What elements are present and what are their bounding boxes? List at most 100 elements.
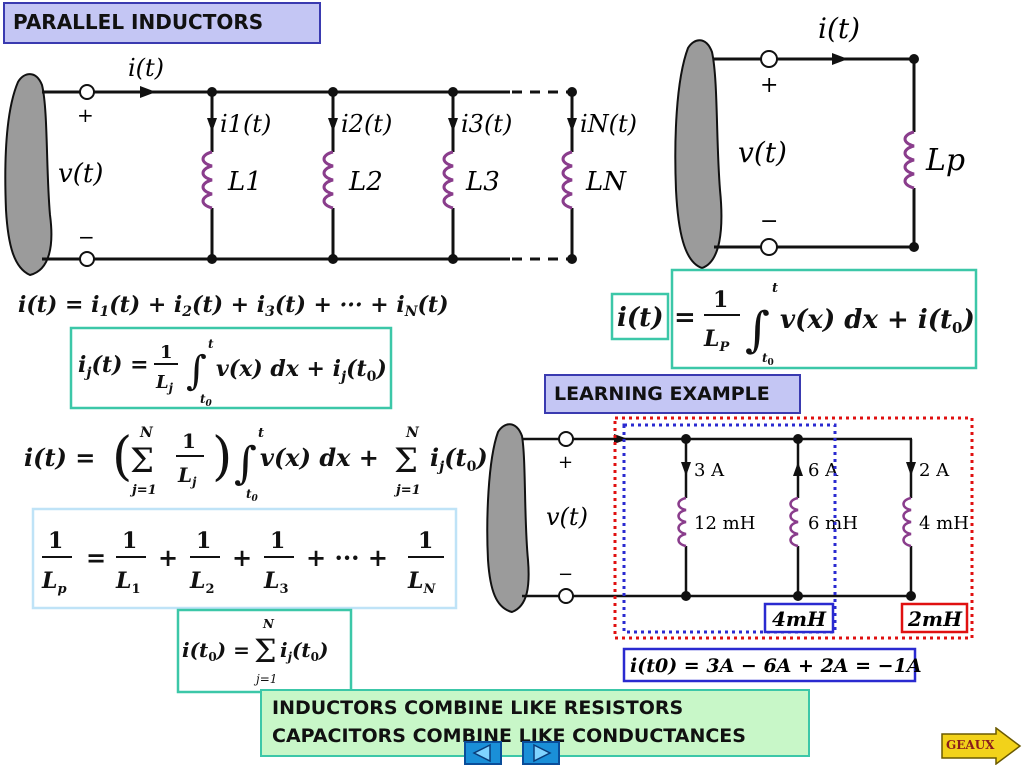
svg-text:v(x) dx + i(t0): v(x) dx + i(t0) xyxy=(780,305,975,337)
svg-text:=: = xyxy=(86,543,106,572)
svg-text:Σ: Σ xyxy=(254,632,277,670)
svg-text:1: 1 xyxy=(48,528,63,554)
svg-text:+: + xyxy=(232,543,252,572)
equation-box-lhs xyxy=(610,292,670,341)
previous-slide-button[interactable] xyxy=(464,741,502,765)
svg-text:1: 1 xyxy=(713,287,728,313)
red-equiv-label: 2mH xyxy=(907,607,963,631)
svg-text:+: + xyxy=(158,543,178,572)
svg-text:t: t xyxy=(258,426,264,441)
branch-current-label: i2(t) xyxy=(341,110,392,138)
minus-sign: − xyxy=(78,225,95,249)
source-symbol xyxy=(4,73,53,277)
arrow-left-icon xyxy=(472,743,491,763)
current-label: i(t) xyxy=(818,12,860,45)
svg-text:Σ: Σ xyxy=(394,441,418,481)
plus-sign: + xyxy=(760,73,778,98)
inductor-label: L3 xyxy=(465,167,500,197)
equation-branch: ij(t) = 1 Lj ∫ t t0 v(x) dx + ij(t0) xyxy=(78,337,387,409)
svg-text:): ) xyxy=(212,427,232,487)
branch-current-label: i1(t) xyxy=(220,110,271,138)
next-slide-button[interactable] xyxy=(522,741,560,765)
current-arrow xyxy=(140,86,156,98)
branch-inductance-label: 12 mH xyxy=(694,513,755,534)
svg-text:L1: L1 xyxy=(115,568,141,597)
branch-current-label: i3(t) xyxy=(461,110,512,138)
svg-text:v(x) dx + ij(t0): v(x) dx + ij(t0) xyxy=(216,356,387,385)
blue-equiv-label: 4mH xyxy=(772,607,827,631)
svg-text:∫: ∫ xyxy=(745,302,770,358)
terminal-top xyxy=(79,84,95,100)
svg-text:∫: ∫ xyxy=(186,348,207,394)
svg-text:L2: L2 xyxy=(189,568,215,597)
svg-text:j=1: j=1 xyxy=(393,483,421,498)
branch-current-label: 2 A xyxy=(919,460,950,481)
svg-text:LP: LP xyxy=(703,326,730,355)
svg-text:N: N xyxy=(139,425,154,441)
branch-n: iN(t) LN xyxy=(561,87,637,264)
inductor-symbol xyxy=(201,150,213,210)
svg-text:i(t) = i1(t) + i2(t) + i3(t) +: i(t) = i1(t) + i2(t) + i3(t) + ··· + iN(… xyxy=(18,292,449,320)
svg-text:t0: t0 xyxy=(762,351,774,368)
source-symbol xyxy=(486,423,530,614)
summary-line-2: CAPACITORS COMBINE LIKE CONDUCTANCES xyxy=(272,725,746,747)
svg-text:1: 1 xyxy=(418,528,433,554)
svg-text:∫: ∫ xyxy=(234,438,257,489)
svg-text:j=1: j=1 xyxy=(129,483,157,498)
voltage-label: v(t) xyxy=(738,136,787,169)
svg-text:t: t xyxy=(208,337,214,351)
svg-text:i(t): i(t) xyxy=(617,303,664,333)
svg-text:i(t0) =: i(t0) = xyxy=(182,638,250,664)
learning-example-label: LEARNING EXAMPLE xyxy=(544,374,801,414)
blue-equiv-box xyxy=(763,602,835,634)
equation-box-branch xyxy=(69,326,393,410)
inductor-symbol xyxy=(902,496,912,548)
red-equiv-box xyxy=(900,602,969,634)
geaux-label: GEAUX xyxy=(946,738,995,752)
branch-inductance-label: 4 mH xyxy=(919,513,969,534)
svg-text:1: 1 xyxy=(270,528,285,554)
branch-current-label: iN(t) xyxy=(580,110,637,138)
equation-box-equivalent xyxy=(31,507,458,610)
branch-current-label: 3 A xyxy=(694,460,725,481)
inductor-symbol xyxy=(789,496,799,548)
arrow-right-icon xyxy=(533,743,552,763)
svg-text:Σ: Σ xyxy=(130,441,154,481)
series-group-box-blue xyxy=(622,423,837,634)
svg-text:ij(t) =: ij(t) = xyxy=(78,352,149,381)
inductor-label: L2 xyxy=(348,167,383,197)
series-group-box-red xyxy=(613,416,974,640)
geaux-arrow-icon xyxy=(941,727,1022,765)
svg-text:i(t) =: i(t) = xyxy=(24,443,95,472)
inductor-symbol xyxy=(442,150,454,210)
svg-text:LN: LN xyxy=(407,568,436,597)
svg-text:t0: t0 xyxy=(200,392,213,409)
geaux-button[interactable]: GEAUX xyxy=(940,727,1024,765)
svg-text:t0: t0 xyxy=(246,487,259,504)
minus-sign: − xyxy=(760,209,778,234)
branch-inductance-label: 6 mH xyxy=(808,513,858,534)
initial-current-box xyxy=(622,647,917,683)
equation-sum-currents: i(t) = i1(t) + i2(t) + i3(t) + ··· + iN(… xyxy=(18,292,449,320)
branch-3: i3(t) L3 xyxy=(442,87,512,264)
svg-text:=: = xyxy=(674,303,696,333)
svg-text:+ ··· +: + ··· + xyxy=(306,543,388,572)
inductor-symbol xyxy=(561,150,573,210)
inductor-symbol xyxy=(903,130,915,190)
equivalent-circuit: i(t) + − v(t) Lp xyxy=(674,12,965,270)
minus-sign: − xyxy=(558,564,573,585)
equation-total-current: i(t) = ( N Σ j=1 1 Lj ) ∫ t t0 v(x) dx +… xyxy=(24,425,488,504)
example-circuit: + − v(t) 3 A 12 mH 6 A 6 mH 2 A 4 mH xyxy=(486,416,974,640)
svg-text:ij(t0): ij(t0) xyxy=(430,443,488,475)
inductor-symbol xyxy=(322,150,334,210)
svg-text:N: N xyxy=(262,617,275,631)
branch-current-label: 6 A xyxy=(808,460,839,481)
svg-text:v(x) dx +: v(x) dx + xyxy=(260,443,379,472)
svg-text:t: t xyxy=(772,281,778,296)
svg-text:Lp: Lp xyxy=(41,568,67,597)
svg-text:ij(t0): ij(t0) xyxy=(280,638,328,664)
plus-sign: + xyxy=(77,103,94,127)
initial-current-result: i(t0) = 3A − 6A + 2A = −1A xyxy=(630,655,922,677)
svg-text:L3: L3 xyxy=(263,568,289,597)
